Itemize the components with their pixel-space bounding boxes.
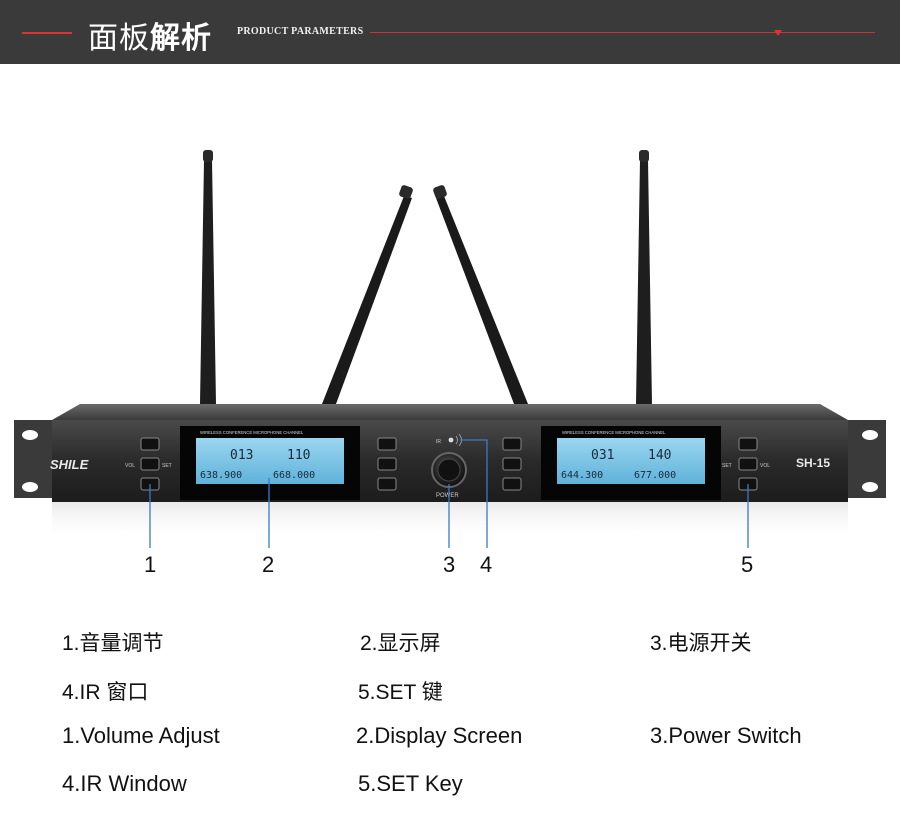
left-channel-b: 110	[287, 448, 310, 463]
desc-en-power: 3.Power Switch	[650, 723, 802, 748]
desc-en-ir: 4.IR Window	[62, 771, 187, 796]
center-right-down-button[interactable]	[502, 477, 522, 491]
right-set-label: SET	[722, 463, 732, 469]
center-left-set-button[interactable]	[377, 457, 397, 471]
header-right-rule	[370, 32, 875, 33]
power-knob-center	[437, 458, 461, 482]
receiver-illustration: SHILE SH-15 VOL SET WIRELESS CONFERENCE …	[14, 150, 886, 548]
right-channel-a: 031	[591, 448, 614, 463]
center-right-button-group	[502, 437, 522, 491]
title-bold: 解析	[150, 22, 212, 55]
antenna-left	[200, 150, 216, 404]
desc-en-volume: 1.Volume Adjust	[62, 723, 220, 748]
left-set-button[interactable]	[140, 457, 160, 471]
right-set-button[interactable]	[738, 457, 758, 471]
right-frequency-b: 677.000	[634, 470, 676, 481]
center-right-up-button[interactable]	[502, 437, 522, 451]
desc-cn-volume: 1.音量调节	[62, 632, 164, 655]
callout-3: 3	[443, 552, 456, 577]
callout-5: 5	[741, 552, 754, 577]
header-title-cn: 面板解析	[88, 13, 212, 57]
ir-window-icon	[448, 437, 454, 443]
right-display: WIRELESS CONFERENCE MICROPHONE CHANNEL 0…	[541, 426, 721, 500]
center-left-up-button[interactable]	[377, 437, 397, 451]
header-title-en: PRODUCT PARAMETERS	[237, 26, 364, 37]
rack-ear-left	[14, 420, 54, 498]
title-light: 面板	[88, 22, 150, 55]
antenna-cross-left	[322, 185, 413, 404]
left-vol-label: VOL	[125, 463, 135, 469]
callout-2: 2	[262, 552, 275, 577]
header-marker-icon	[774, 30, 782, 36]
rack-ear-right	[846, 420, 886, 498]
right-vol-label: VOL	[760, 463, 770, 469]
center-right-set-button[interactable]	[502, 457, 522, 471]
desc-cn-power: 3.电源开关	[650, 632, 752, 655]
antenna-cross-right	[433, 185, 528, 404]
power-label: POWER	[436, 493, 459, 499]
callout-1: 1	[144, 552, 157, 577]
left-frequency-a: 638.900	[200, 470, 242, 481]
model-label: SH-15	[796, 456, 830, 470]
left-button-group: VOL SET	[125, 437, 172, 491]
right-display-caption: WIRELESS CONFERENCE MICROPHONE CHANNEL	[562, 430, 666, 435]
ir-label: IR	[436, 439, 441, 445]
left-frequency-b: 668.000	[273, 470, 315, 481]
left-up-button[interactable]	[140, 437, 160, 451]
chassis-top	[52, 404, 848, 420]
desc-cn-set: 5.SET 键	[358, 681, 443, 704]
right-up-button[interactable]	[738, 437, 758, 451]
brand-logo: SHILE	[50, 457, 89, 472]
desc-cn-display: 2.显示屏	[360, 632, 441, 655]
desc-en-display: 2.Display Screen	[356, 723, 523, 748]
right-button-group: SET VOL	[722, 437, 770, 491]
header-left-rule	[22, 32, 72, 34]
center-left-down-button[interactable]	[377, 477, 397, 491]
left-set-label: SET	[162, 463, 172, 469]
desc-en-set: 5.SET Key	[358, 771, 463, 796]
callout-4: 4	[480, 552, 493, 577]
right-frequency-a: 644.300	[561, 470, 603, 481]
left-channel-a: 013	[230, 448, 253, 463]
center-left-button-group	[377, 437, 397, 491]
panel-reflection	[52, 502, 848, 542]
left-display: WIRELESS CONFERENCE MICROPHONE CHANNEL 0…	[180, 426, 360, 500]
page-header: 面板解析 PRODUCT PARAMETERS	[0, 0, 900, 64]
left-display-caption: WIRELESS CONFERENCE MICROPHONE CHANNEL	[200, 430, 304, 435]
right-channel-b: 140	[648, 448, 671, 463]
callout-lines	[149, 439, 749, 548]
desc-cn-ir: 4.IR 窗口	[62, 681, 149, 704]
antenna-right	[636, 150, 652, 404]
